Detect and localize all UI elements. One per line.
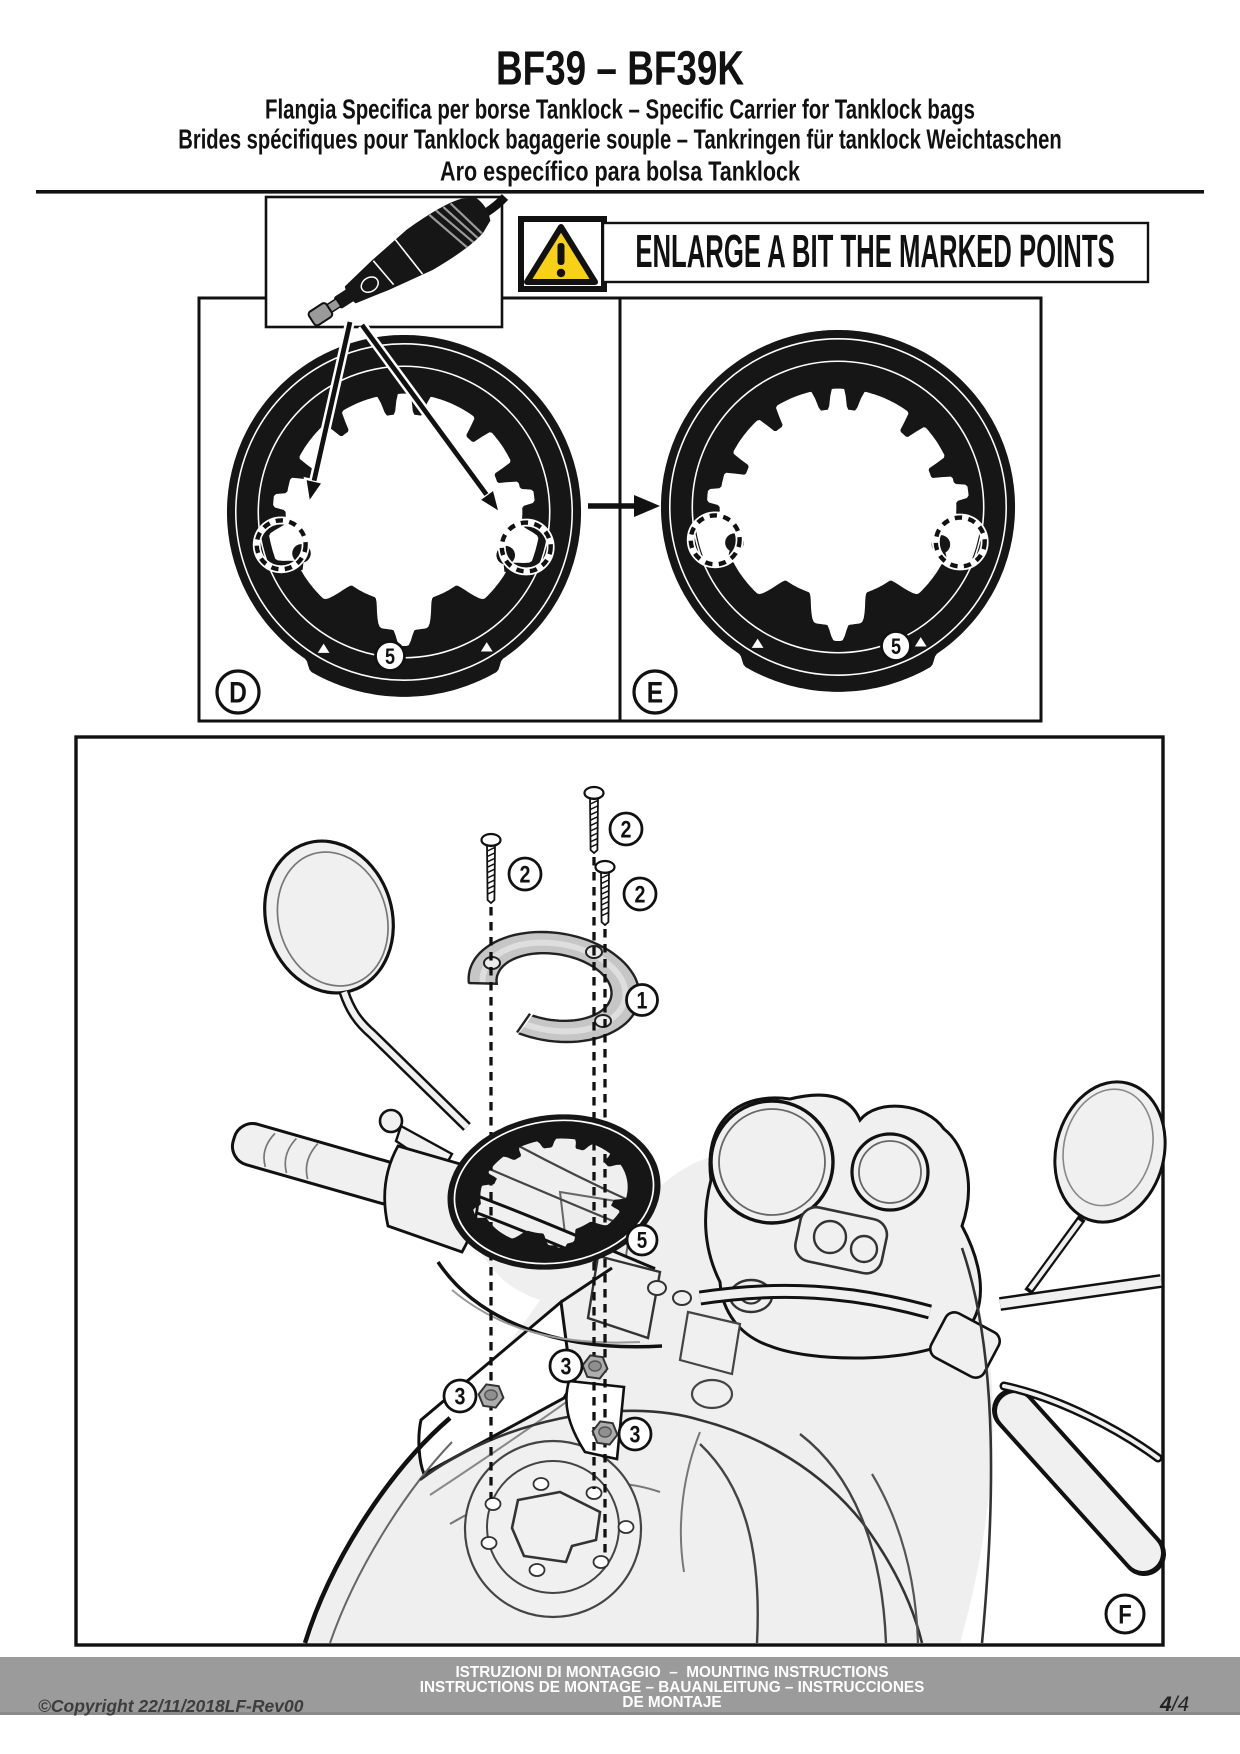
svg-text:3: 3 [630, 1421, 641, 1448]
svg-text:5: 5 [385, 645, 395, 669]
svg-text:INSTRUCTIONS DE MONTAGE – BAUA: INSTRUCTIONS DE MONTAGE – BAUANLEITUNG –… [420, 1679, 925, 1696]
svg-text:BF39 – BF39K: BF39 – BF39K [496, 42, 744, 96]
svg-text:©Copyright 22/11/2018LF-Rev00: ©Copyright 22/11/2018LF-Rev00 [38, 1696, 304, 1716]
svg-text:3: 3 [561, 1353, 572, 1380]
svg-text:5: 5 [637, 1228, 648, 1253]
svg-text:E: E [647, 675, 663, 709]
svg-text:F: F [1118, 1601, 1132, 1631]
svg-text:5: 5 [891, 635, 901, 659]
svg-text:2: 2 [635, 881, 646, 908]
svg-text:Flangia Specifica per borse Ta: Flangia Specifica per borse Tanklock – S… [265, 95, 975, 126]
svg-text:1: 1 [637, 987, 648, 1014]
svg-text:D: D [229, 675, 247, 709]
svg-text:ISTRUZIONI DI MONTAGGIO – MO: ISTRUZIONI DI MONTAGGIO – MOUNTING INSTR… [455, 1664, 888, 1681]
svg-text:2: 2 [621, 816, 632, 843]
svg-text:Aro específico para bolsa Tank: Aro específico para bolsa Tanklock [440, 157, 800, 187]
svg-text:ENLARGE A BIT THE MARKED POINT: ENLARGE A BIT THE MARKED POINTS [635, 225, 1114, 277]
svg-text:2: 2 [520, 861, 531, 888]
svg-text:4/4: 4/4 [1159, 1693, 1189, 1716]
svg-text:3: 3 [455, 1383, 466, 1410]
svg-text:DE MONTAJE: DE MONTAJE [622, 1694, 721, 1711]
svg-text:Brides spécifiques pour Tanklo: Brides spécifiques pour Tanklock bagager… [178, 125, 1061, 156]
